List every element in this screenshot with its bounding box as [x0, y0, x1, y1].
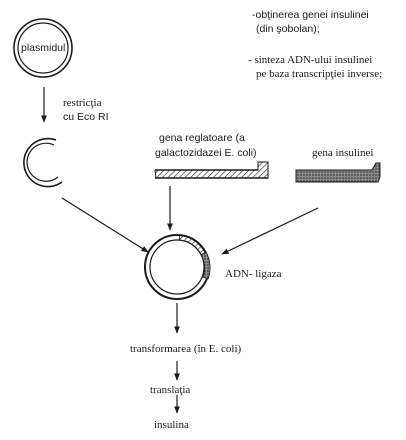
note1-line2: (din şobolan);: [256, 23, 320, 35]
plasmid-circle: [13, 18, 73, 78]
insulin-gene-fragment: [295, 162, 381, 183]
cut-plasmid-arc: [23, 137, 63, 188]
note2-line1: - sinteza ADN-ului insulinei: [248, 54, 373, 66]
ligase-label: ADN- ligaza: [225, 268, 282, 280]
plasmid-label: plasmidul: [21, 42, 66, 54]
transformation-label: transformarea (în E. coli): [130, 343, 242, 355]
translation-label: translaţia: [150, 384, 191, 396]
regulatory-gene-fragment: [154, 161, 269, 179]
insulin-label: insulina: [154, 419, 189, 431]
restriction-label-line2: cu Eco RI: [63, 111, 109, 123]
recombinant-plasmid: [144, 234, 211, 300]
note2-line2: pe baza transcripţiei inverse;: [256, 68, 383, 80]
insulin-gene-label: gena insulinei: [312, 147, 374, 159]
restriction-label-line1: restricţia: [63, 97, 102, 109]
arrow-from-insulin-gene: [221, 207, 319, 255]
arrow-from-cut-plasmid: [61, 197, 149, 253]
regulatory-gene-label-line2: galactozidazei E. coli): [155, 147, 257, 159]
regulatory-gene-label-line1: gena reglatoare (a: [159, 132, 245, 144]
note1-line1: -obţinerea genei insulinei: [252, 9, 369, 21]
